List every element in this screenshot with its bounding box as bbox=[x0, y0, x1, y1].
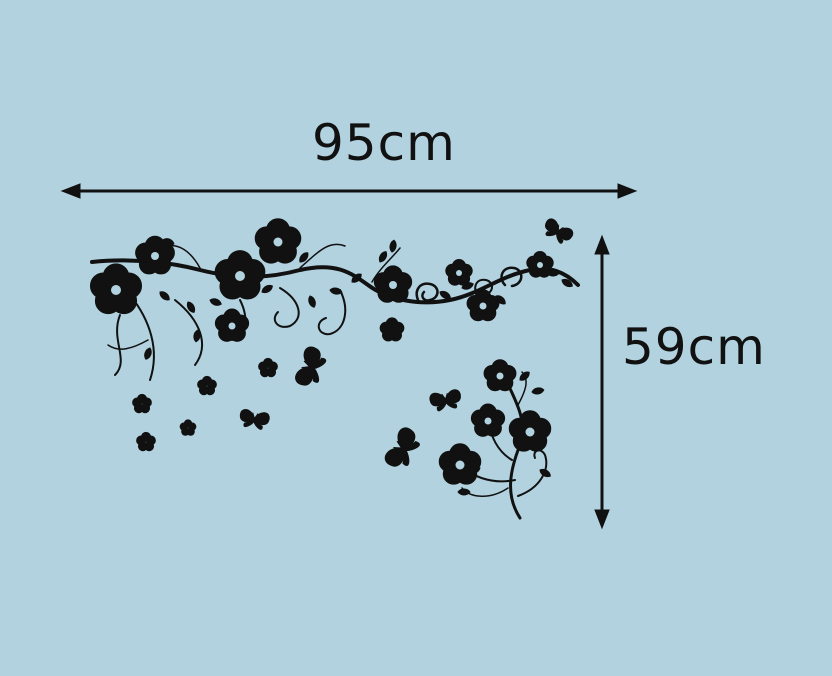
flower-sprig bbox=[438, 359, 553, 520]
width-dimension-label: 95cm bbox=[312, 114, 456, 172]
height-dimension-arrow bbox=[594, 234, 610, 530]
height-dimension-label: 59cm bbox=[622, 318, 766, 376]
flower-centers bbox=[111, 237, 543, 330]
width-dimension-arrow bbox=[60, 183, 638, 199]
